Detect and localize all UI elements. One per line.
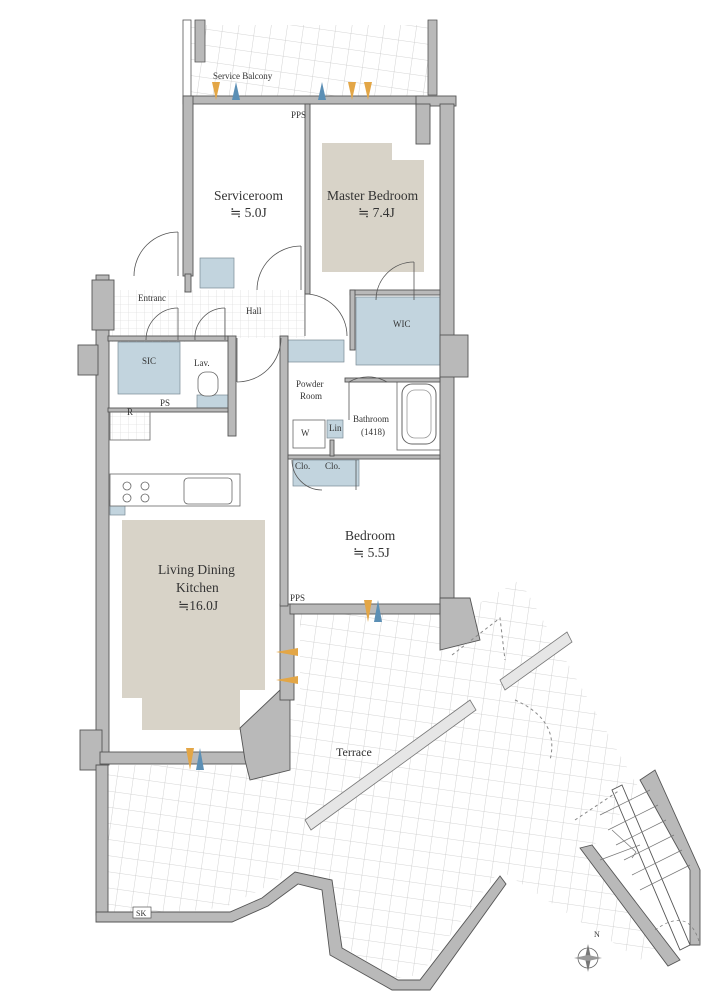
closet-label-1: Clo. — [295, 461, 310, 471]
serviceroom-label: Serviceroom — [214, 188, 283, 203]
north-label: N — [594, 930, 600, 939]
storage-blocks — [109, 257, 443, 516]
compass-icon — [574, 944, 602, 972]
door-swings — [133, 231, 415, 491]
master-floor — [322, 143, 424, 272]
hall-floor — [185, 290, 305, 338]
serviceroom-size: ≒ 5.0J — [230, 205, 267, 220]
wic-label: WIC — [393, 319, 411, 329]
lav-label: Lav. — [194, 358, 210, 368]
lin-label: Lin — [329, 423, 342, 433]
stairs — [599, 789, 701, 946]
entrance-label: Entranc — [138, 293, 166, 303]
terrace-walls — [95, 764, 701, 991]
kitchen-counter — [109, 371, 326, 507]
hall-label: Hall — [246, 306, 262, 316]
sic-label: SIC — [142, 356, 156, 366]
window-markers — [186, 82, 382, 770]
closet-label-2: Clo. — [325, 461, 340, 471]
ldk-label-1: Living Dining — [158, 562, 235, 577]
ldk-size: ≒16.0J — [178, 598, 218, 613]
master-bedroom-label: Master Bedroom — [327, 188, 419, 203]
ldk-floor — [122, 520, 265, 730]
master-bedroom-size: ≒ 7.4J — [358, 205, 395, 220]
service-balcony-area — [182, 19, 438, 101]
ps-label: PS — [160, 398, 170, 408]
terrace-area — [100, 580, 670, 978]
powder-room-label-1: Powder — [296, 379, 324, 389]
service-balcony-label: Service Balcony — [213, 71, 273, 81]
bathtub — [401, 383, 437, 445]
pps-top-label: PPS — [291, 110, 306, 120]
r-label: R — [127, 407, 133, 417]
bathroom-size: (1418) — [361, 427, 385, 437]
bedroom-size: ≒ 5.5J — [353, 545, 390, 560]
planters — [304, 631, 573, 831]
bedroom-label: Bedroom — [345, 528, 396, 543]
w-label: W — [301, 428, 310, 438]
pps-bottom-label: PPS — [290, 593, 305, 603]
ldk-label-2: Kitchen — [176, 580, 219, 595]
sk-label: SK — [136, 909, 146, 918]
walls — [77, 95, 481, 781]
powder-room-label-2: Room — [300, 391, 322, 401]
bathroom-label: Bathroom — [353, 414, 389, 424]
terrace-label: Terrace — [336, 745, 372, 759]
